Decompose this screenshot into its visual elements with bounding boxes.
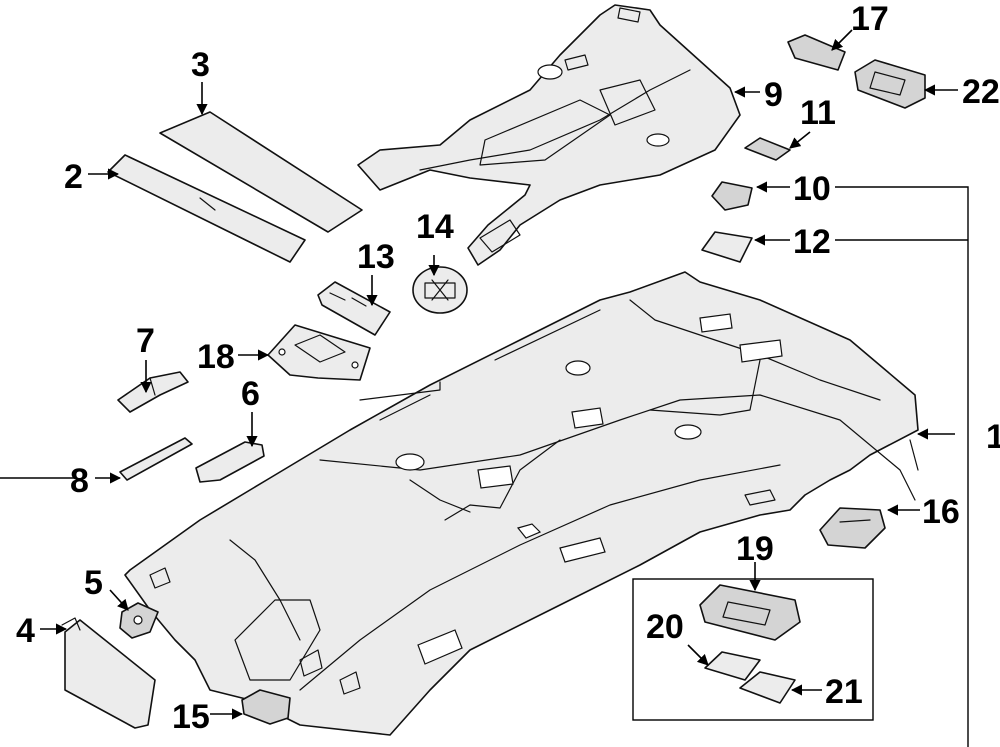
callout-8: 8 <box>70 462 89 500</box>
callout-21: 21 <box>825 673 863 711</box>
callout-10: 10 <box>793 170 831 208</box>
callout-5: 5 <box>84 564 103 602</box>
callout-7: 7 <box>136 322 155 360</box>
group-line-10-1 <box>835 186 969 747</box>
lens-12 <box>701 231 753 263</box>
leader-lines <box>40 29 958 720</box>
handle-bracket-7 <box>117 371 189 413</box>
lamp-17 <box>787 34 846 71</box>
lens-11 <box>744 137 791 161</box>
lamp-housing-22 <box>854 59 926 109</box>
dome-lamp-16 <box>819 507 886 549</box>
console-bracket-18 <box>267 324 371 381</box>
callout-19: 19 <box>736 530 774 568</box>
lens-20 <box>704 651 761 681</box>
roof-frame-9 <box>357 4 741 266</box>
callout-labels: 1 2 3 4 5 6 7 8 9 10 11 12 13 14 15 16 1… <box>16 0 1000 736</box>
insulator-pad-2 <box>107 154 306 263</box>
trim-strip-8 <box>119 437 193 481</box>
insulator-pad-3 <box>159 111 363 233</box>
callout-12: 12 <box>793 223 831 261</box>
callout-2: 2 <box>64 158 83 196</box>
callout-14: 14 <box>416 208 454 246</box>
callout-13: 13 <box>357 238 395 276</box>
grab-handle-6 <box>195 441 265 483</box>
callout-6: 6 <box>241 375 260 413</box>
lamp-15 <box>241 689 291 725</box>
headliner-panel <box>124 271 919 736</box>
console-lamp-19 <box>699 584 801 641</box>
callout-4: 4 <box>16 612 35 650</box>
lens-21 <box>739 671 796 704</box>
callout-18: 18 <box>197 338 235 376</box>
callout-1: 1 <box>986 418 1000 456</box>
sun-visor-4 <box>61 617 156 729</box>
callout-11: 11 <box>800 94 836 132</box>
callout-20: 20 <box>646 608 684 646</box>
group-19-frame <box>632 578 874 721</box>
callout-3: 3 <box>191 46 210 84</box>
visor-clip-5 <box>119 602 159 639</box>
grommet-14 <box>412 266 468 314</box>
callout-22: 22 <box>962 73 1000 111</box>
callout-16: 16 <box>922 493 960 531</box>
callout-9: 9 <box>764 76 783 114</box>
callout-15: 15 <box>172 698 210 736</box>
bracket-13 <box>317 281 391 336</box>
callout-17: 17 <box>851 0 889 38</box>
cover-10 <box>711 181 753 211</box>
